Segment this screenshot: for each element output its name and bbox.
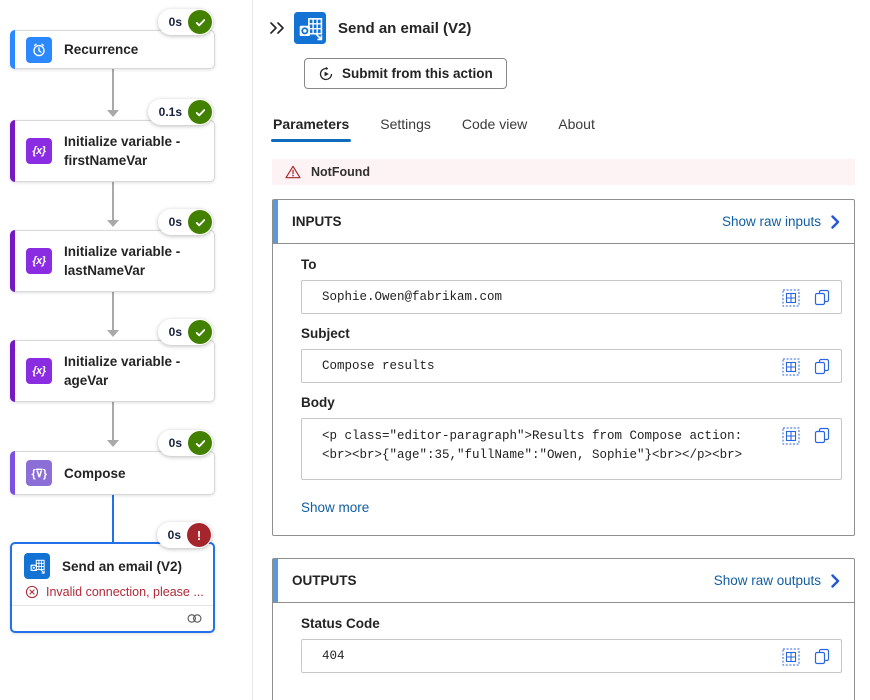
duration-label: 0s <box>168 215 182 229</box>
panel-title: Send an email (V2) <box>338 19 472 37</box>
chevron-right-icon <box>831 214 840 229</box>
copy-icon[interactable] <box>814 358 830 376</box>
outlook-icon <box>24 553 50 580</box>
submit-from-action-button[interactable]: Submit from this action <box>304 58 507 89</box>
edge-arrowhead <box>107 220 119 227</box>
workflow-canvas[interactable]: 0s Recurrence 0.1s {x} Initialize variab… <box>0 0 253 700</box>
variable-icon: {x} <box>26 358 52 384</box>
edge-compose-to-send-email <box>112 495 114 542</box>
card-accent-bar <box>273 559 278 602</box>
show-raw-outputs-link[interactable]: Show raw outputs <box>714 573 841 588</box>
banner-text: NotFound <box>311 165 371 179</box>
tab-about[interactable]: About <box>558 116 595 132</box>
node-title: Initialize variable - ageVar <box>64 354 181 388</box>
node-title: Initialize variable - lastNameVar <box>64 244 181 278</box>
node-initialize-agevar[interactable]: 0s {x} Initialize variable - ageVar <box>10 319 215 402</box>
success-check-icon <box>188 320 212 344</box>
node-title: Send an email (V2) <box>62 558 183 574</box>
field-value-subject[interactable]: Compose results <box>301 349 842 383</box>
node-status-badge[interactable]: 0s <box>157 319 213 345</box>
error-circle-x-icon <box>25 585 39 599</box>
tab-parameters[interactable]: Parameters <box>270 116 352 142</box>
clock-icon <box>26 36 52 63</box>
success-check-icon <box>188 10 212 34</box>
edge-arrowhead <box>107 110 119 117</box>
node-status-badge[interactable]: 0s ! <box>156 522 212 548</box>
error-banner: NotFound <box>272 159 855 185</box>
chevron-right-icon <box>831 573 840 588</box>
resubmit-icon <box>318 66 334 82</box>
duration-label: 0.1s <box>158 105 182 119</box>
node-compose[interactable]: 0s {⊽} Compose <box>10 430 215 495</box>
field-value-to[interactable]: Sophie.Owen@fabrikam.com <box>301 280 842 314</box>
node-accent-bar <box>10 451 15 495</box>
success-check-icon <box>188 100 212 124</box>
node-status-badge[interactable]: 0s <box>157 9 213 35</box>
panel-tabs: Parameters Settings Code view About <box>270 116 855 142</box>
inputs-title: INPUTS <box>292 214 342 229</box>
outputs-card-header: OUTPUTS Show raw outputs <box>273 559 854 603</box>
success-check-icon <box>188 431 212 455</box>
node-send-an-email[interactable]: 0s ! Send an email (V2) Invalid connecti… <box>10 522 215 633</box>
edge-age-to-compose <box>112 402 114 440</box>
copy-icon[interactable] <box>814 289 830 307</box>
field-value-status-code[interactable]: 404 <box>301 639 842 673</box>
node-status-badge[interactable]: 0s <box>157 209 213 235</box>
node-accent-bar <box>10 340 15 402</box>
outlook-icon <box>294 12 326 44</box>
show-as-table-icon[interactable] <box>782 648 800 666</box>
success-check-icon <box>188 210 212 234</box>
node-initialize-lastnamevar[interactable]: 0s {x} Initialize variable - lastNameVar <box>10 209 215 292</box>
tab-settings[interactable]: Settings <box>380 116 431 132</box>
duration-label: 0s <box>167 528 181 542</box>
inputs-card: INPUTS Show raw inputs To Sophie.Owen@fa… <box>272 199 855 536</box>
compose-icon: {⊽} <box>26 460 52 486</box>
outputs-card: OUTPUTS Show raw outputs Status Code 404 <box>272 558 855 700</box>
node-accent-bar <box>10 120 15 182</box>
show-more-link[interactable]: Show more <box>301 500 370 515</box>
outputs-title: OUTPUTS <box>292 573 357 588</box>
node-accent-bar <box>10 30 15 69</box>
node-status-badge[interactable]: 0s <box>157 430 213 456</box>
variable-icon: {x} <box>26 138 52 164</box>
action-details-panel: Send an email (V2) Submit from this acti… <box>253 0 870 700</box>
card-accent-bar <box>273 200 278 243</box>
edge-arrowhead <box>107 440 119 447</box>
node-title: Initialize variable - firstNameVar <box>64 134 181 168</box>
node-title: Recurrence <box>64 42 139 57</box>
inputs-card-header: INPUTS Show raw inputs <box>273 200 854 244</box>
node-error-message: Invalid connection, please ... <box>12 585 213 605</box>
node-status-badge[interactable]: 0.1s <box>147 99 213 125</box>
duration-label: 0s <box>168 436 182 450</box>
edge-arrowhead <box>107 330 119 337</box>
node-initialize-firstnamevar[interactable]: 0.1s {x} Initialize variable - firstName… <box>10 99 215 182</box>
field-label-status-code: Status Code <box>301 616 380 631</box>
tab-code-view[interactable]: Code view <box>461 116 528 132</box>
warning-triangle-icon <box>285 165 301 179</box>
edge-first-to-last <box>112 182 114 220</box>
connection-link-icon[interactable] <box>186 613 203 624</box>
node-accent-bar <box>10 230 15 292</box>
node-title: Compose <box>64 465 126 481</box>
field-label-to: To <box>301 257 317 272</box>
copy-icon[interactable] <box>814 427 830 445</box>
duration-label: 0s <box>168 15 182 29</box>
collapse-panel-icon[interactable] <box>266 17 288 39</box>
show-as-table-icon[interactable] <box>782 358 800 376</box>
duration-label: 0s <box>168 325 182 339</box>
show-raw-inputs-link[interactable]: Show raw inputs <box>722 214 841 229</box>
show-as-table-icon[interactable] <box>782 289 800 307</box>
variable-icon: {x} <box>26 248 52 274</box>
show-as-table-icon[interactable] <box>782 427 800 445</box>
node-recurrence[interactable]: 0s Recurrence <box>10 9 215 69</box>
field-label-subject: Subject <box>301 326 350 341</box>
field-value-body[interactable]: <p class="editor-paragraph">Results from… <box>301 418 842 480</box>
field-label-body: Body <box>301 395 335 410</box>
panel-header: Send an email (V2) <box>266 12 855 44</box>
copy-icon[interactable] <box>814 648 830 666</box>
error-badge-icon: ! <box>187 523 211 547</box>
edge-recurrence-to-first <box>112 68 114 110</box>
edge-last-to-age <box>112 292 114 330</box>
